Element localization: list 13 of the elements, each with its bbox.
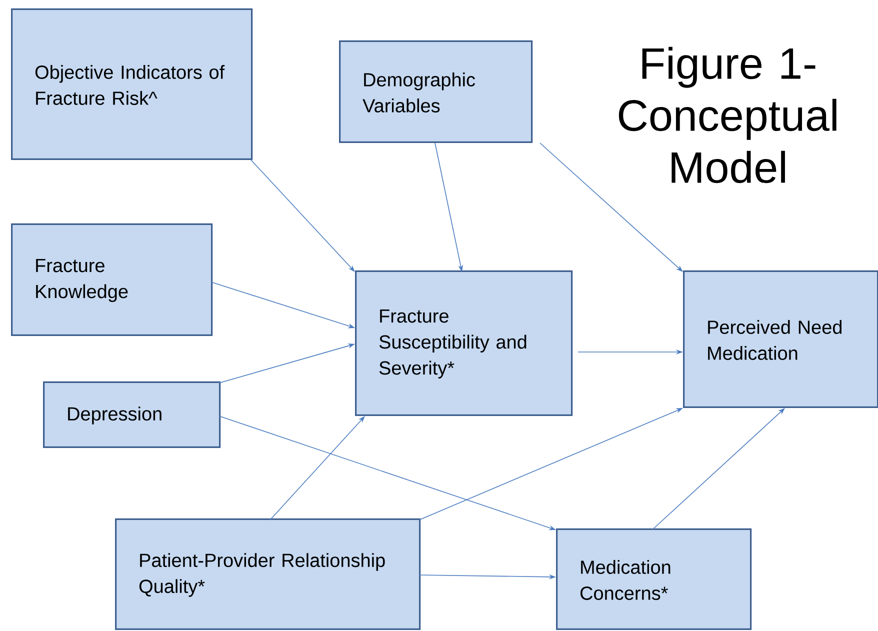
arrow — [250, 160, 355, 272]
title: Figure 1- Conceptual Model — [618, 46, 836, 184]
text-box: Depression — [43, 381, 221, 448]
arrow — [652, 408, 785, 530]
arrow — [540, 142, 683, 272]
text-box: Objective Indicators of Fracture Risk^ — [11, 8, 253, 160]
text-box: Fracture Knowledge — [11, 223, 213, 336]
text-box: Demographic Variables — [339, 40, 533, 143]
arrow — [270, 416, 365, 520]
text-box: Fracture Susceptibility and Severity* — [355, 270, 573, 416]
text-box: Patient-Provider Relationship Quality* — [115, 518, 421, 630]
text-box: Medication Concerns* — [556, 528, 752, 630]
text-box: Perceived Need Medication — [683, 270, 878, 408]
